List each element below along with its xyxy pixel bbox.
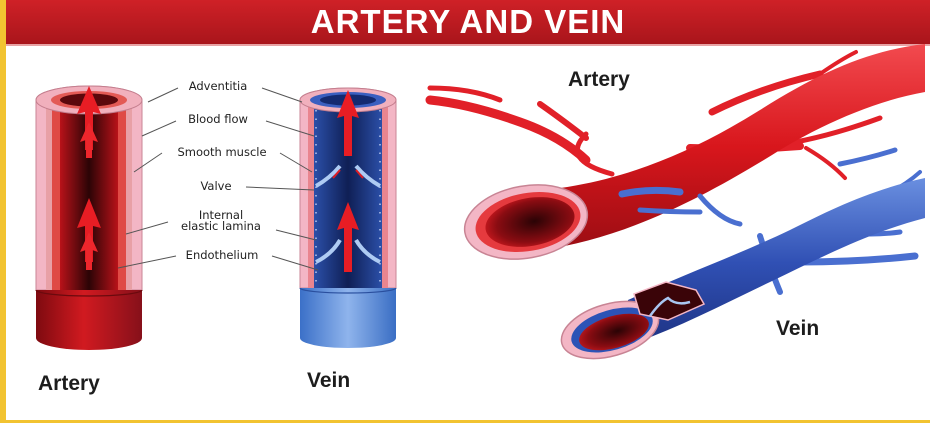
label-valve: Valve	[186, 180, 246, 192]
label-blood-flow: Blood flow	[168, 113, 268, 125]
label-smooth-muscle: Smooth muscle	[160, 146, 284, 158]
artery-cross-section	[36, 86, 142, 350]
label-vein-3d: Vein	[776, 317, 819, 341]
label-endothelium: Endothelium	[170, 249, 274, 261]
caption-vein: Vein	[307, 369, 350, 393]
vein-cross-section	[300, 88, 396, 348]
label-adventitia: Adventitia	[168, 80, 268, 92]
label-internal-elastic-lamina-line2: elastic lamina	[166, 220, 276, 232]
caption-artery: Artery	[38, 372, 100, 396]
label-artery-3d: Artery	[568, 68, 630, 92]
